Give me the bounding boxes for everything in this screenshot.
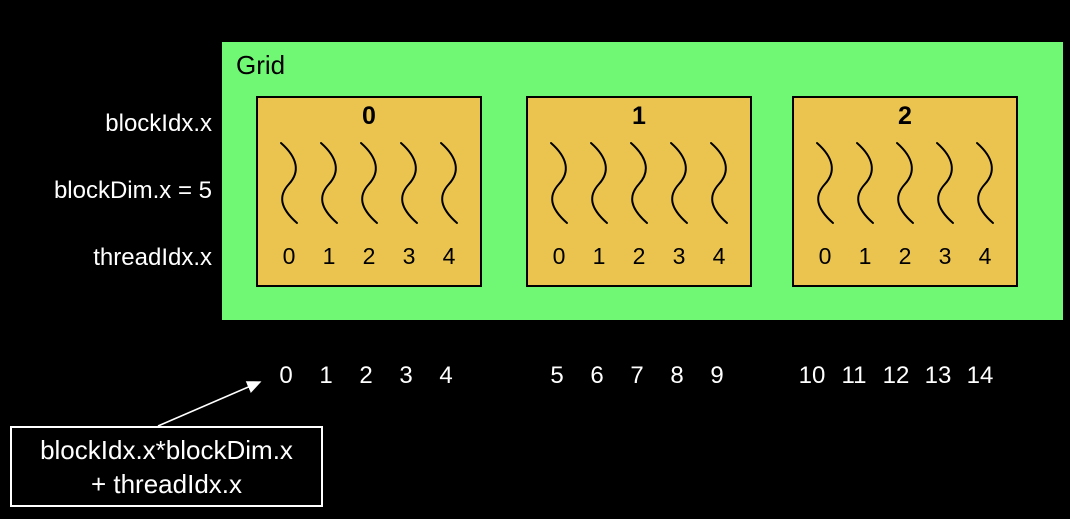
thread-index-row: 0 1 2 3 4 bbox=[528, 242, 750, 270]
thread-index: 1 bbox=[858, 243, 872, 269]
thread-squiggle-row bbox=[258, 140, 480, 226]
thread-squiggle-row bbox=[528, 140, 750, 226]
global-index-group-0: 0 1 2 3 4 bbox=[266, 362, 466, 390]
thread-index-row: 0 1 2 3 4 bbox=[258, 242, 480, 270]
thread-block-2: 2 0 1 2 3 4 bbox=[792, 96, 1018, 287]
thread-index: 0 bbox=[282, 243, 296, 269]
thread-index: 0 bbox=[552, 243, 566, 269]
thread-index: 0 bbox=[818, 243, 832, 269]
label-threadidx: threadIdx.x bbox=[93, 244, 212, 271]
global-thread-index: 14 bbox=[966, 362, 994, 389]
thread-index: 2 bbox=[898, 243, 912, 269]
global-thread-index: 11 bbox=[841, 362, 867, 389]
thread-squiggle-icon bbox=[885, 140, 925, 226]
thread-index: 3 bbox=[402, 243, 416, 269]
global-index-group-2: 10 11 12 13 14 bbox=[791, 362, 1001, 390]
thread-squiggle-icon bbox=[579, 140, 619, 226]
thread-index: 4 bbox=[712, 243, 726, 269]
thread-index: 1 bbox=[592, 243, 606, 269]
global-thread-index: 0 bbox=[279, 362, 293, 389]
global-thread-index: 1 bbox=[319, 362, 333, 389]
thread-index: 4 bbox=[978, 243, 992, 269]
global-thread-index: 7 bbox=[630, 362, 644, 389]
callout-arrow-icon bbox=[157, 381, 262, 427]
global-thread-index: 8 bbox=[670, 362, 684, 389]
thread-squiggle-icon bbox=[619, 140, 659, 226]
thread-block-0: 0 0 1 2 3 4 bbox=[256, 96, 482, 287]
global-thread-index: 13 bbox=[924, 362, 952, 389]
global-thread-index: 2 bbox=[359, 362, 373, 389]
global-thread-index: 10 bbox=[798, 362, 826, 389]
thread-index: 2 bbox=[632, 243, 646, 269]
thread-index: 2 bbox=[362, 243, 376, 269]
thread-index: 3 bbox=[672, 243, 686, 269]
grid-label: Grid bbox=[236, 50, 286, 80]
thread-index: 1 bbox=[322, 243, 336, 269]
global-thread-index: 3 bbox=[399, 362, 413, 389]
formula-line-2: + threadIdx.x bbox=[90, 468, 243, 499]
thread-squiggle-icon bbox=[699, 140, 739, 226]
label-blockidx: blockIdx.x bbox=[105, 110, 212, 137]
thread-index: 4 bbox=[442, 243, 456, 269]
formula-line-1: blockIdx.x*blockDim.x bbox=[40, 434, 293, 465]
block-index-label: 0 bbox=[362, 102, 376, 130]
formula-callout: blockIdx.x*blockDim.x + threadIdx.x bbox=[10, 426, 323, 507]
thread-squiggle-icon bbox=[925, 140, 965, 226]
thread-squiggle-icon bbox=[539, 140, 579, 226]
global-thread-index: 9 bbox=[710, 362, 724, 389]
global-thread-index: 12 bbox=[882, 362, 910, 389]
thread-squiggle-icon bbox=[659, 140, 699, 226]
block-index-label: 2 bbox=[898, 102, 912, 130]
thread-squiggle-icon bbox=[805, 140, 845, 226]
thread-squiggle-row bbox=[794, 140, 1016, 226]
global-index-group-1: 5 6 7 8 9 bbox=[537, 362, 737, 390]
thread-squiggle-icon bbox=[309, 140, 349, 226]
block-index-label: 1 bbox=[632, 102, 646, 130]
thread-index-row: 0 1 2 3 4 bbox=[794, 242, 1016, 270]
global-thread-index: 6 bbox=[590, 362, 604, 389]
thread-squiggle-icon bbox=[965, 140, 1005, 226]
grid-container: Grid 0 0 1 2 3 4 1 bbox=[222, 42, 1063, 320]
thread-squiggle-icon bbox=[845, 140, 885, 226]
thread-index: 3 bbox=[938, 243, 952, 269]
thread-squiggle-icon bbox=[269, 140, 309, 226]
label-blockdim: blockDim.x = 5 bbox=[53, 177, 212, 204]
global-thread-index: 4 bbox=[439, 362, 453, 389]
thread-squiggle-icon bbox=[429, 140, 469, 226]
thread-squiggle-icon bbox=[349, 140, 389, 226]
global-thread-index: 5 bbox=[550, 362, 564, 389]
thread-squiggle-icon bbox=[389, 140, 429, 226]
thread-block-1: 1 0 1 2 3 4 bbox=[526, 96, 752, 287]
